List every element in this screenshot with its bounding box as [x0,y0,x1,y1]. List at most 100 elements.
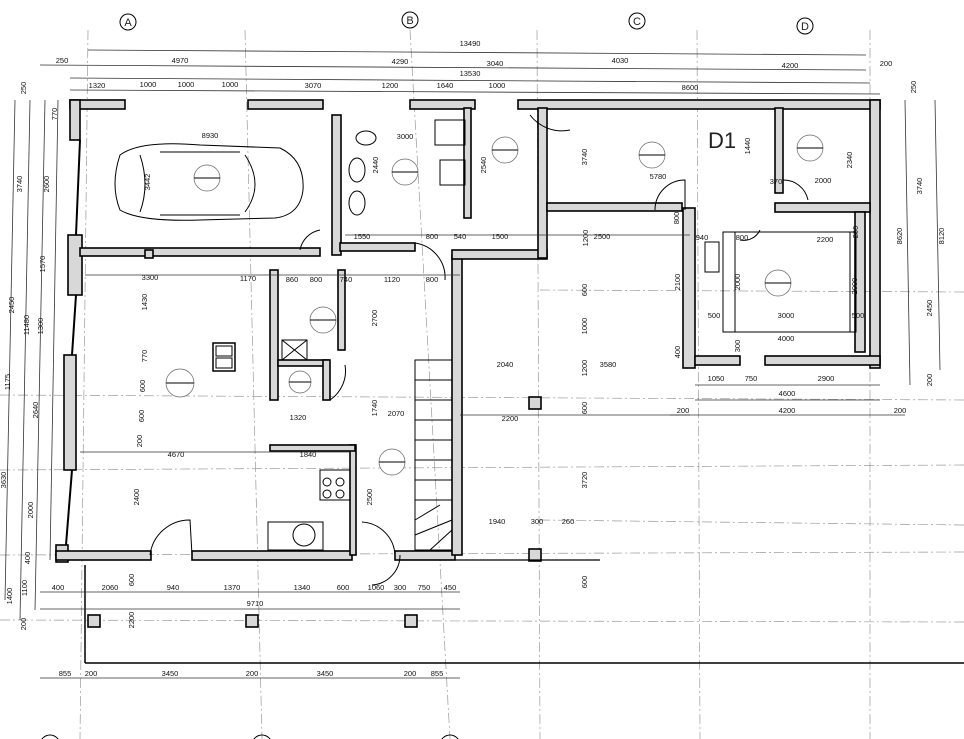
svg-text:9710: 9710 [247,599,264,608]
svg-text:600: 600 [138,380,147,393]
svg-text:3580: 3580 [600,360,617,369]
room-tag-room10 [796,134,824,162]
svg-text:1500: 1500 [492,232,509,241]
svg-text:1000: 1000 [489,81,506,90]
svg-text:600: 600 [337,583,350,592]
svg-text:8600: 8600 [682,83,699,92]
svg-text:3630: 3630 [0,472,8,489]
svg-text:1370: 1370 [224,583,241,592]
svg-text:940: 940 [696,233,709,242]
svg-text:2070: 2070 [388,409,405,418]
svg-text:2000: 2000 [733,274,742,291]
svg-text:200: 200 [851,226,860,239]
svg-text:1570: 1570 [38,256,47,273]
svg-text:2000: 2000 [815,176,832,185]
svg-text:3450: 3450 [317,669,334,678]
svg-text:2200: 2200 [502,414,519,423]
left-dimensions: 250 770 3740 2600 1570 2450 11480 1300 1… [0,82,59,631]
svg-text:3720: 3720 [580,472,589,489]
svg-text:800: 800 [426,275,439,284]
svg-text:13530: 13530 [460,69,481,78]
svg-text:1550: 1550 [354,232,371,241]
svg-text:4290: 4290 [392,57,409,66]
svg-text:2440: 2440 [371,157,380,174]
svg-text:2450: 2450 [7,297,16,314]
axis-marker-bottom-3 [441,734,459,739]
svg-text:1200: 1200 [581,230,590,247]
kitchen-island [212,342,236,372]
stairs [414,359,453,551]
svg-text:800: 800 [736,233,749,242]
svg-text:4000: 4000 [778,334,795,343]
car-icon [114,143,304,221]
svg-text:540: 540 [454,232,467,241]
svg-text:770: 770 [140,350,149,363]
svg-text:3740: 3740 [15,176,24,193]
svg-text:3300: 3300 [142,273,159,282]
svg-text:600: 600 [580,402,589,415]
svg-text:600: 600 [127,574,136,587]
svg-text:2700: 2700 [370,310,379,327]
svg-text:1940: 1940 [489,517,506,526]
svg-text:860: 860 [286,275,299,284]
wing-dimensions: 1440 2340 370 2000 800 940 800 2200 200 … [580,138,864,359]
grid-lines [0,29,964,739]
svg-text:600: 600 [580,576,589,589]
bottom-dimensions: 400 2060 940 1370 1340 600 1060 300 750 … [52,574,457,678]
room-tags [165,134,824,476]
svg-text:450: 450 [444,583,457,592]
axis-marker-a: A [119,13,137,31]
svg-text:2100: 2100 [673,274,682,291]
svg-text:3442: 3442 [143,174,152,191]
svg-text:1400: 1400 [5,588,14,605]
svg-text:4200: 4200 [782,61,799,70]
svg-text:200: 200 [404,669,417,678]
svg-text:250: 250 [19,82,28,95]
svg-text:400: 400 [673,346,682,359]
room-tag-room11 [764,269,792,297]
svg-text:1000: 1000 [222,80,239,89]
top-dimension-lines [39,49,881,95]
room-tag-room9 [638,141,666,169]
svg-text:2640: 2640 [31,402,40,419]
svg-text:A: A [124,17,132,29]
svg-text:C: C [633,16,641,28]
svg-text:11480: 11480 [22,315,31,335]
svg-text:200: 200 [880,59,893,68]
svg-text:250: 250 [909,81,918,94]
svg-text:1840: 1840 [300,450,317,459]
svg-text:2600: 2600 [42,176,51,193]
svg-text:940: 940 [167,583,180,592]
svg-text:4600: 4600 [779,389,796,398]
svg-text:770: 770 [50,108,59,121]
kitchen-counter [267,469,351,551]
svg-text:3740: 3740 [580,149,589,166]
svg-text:1440: 1440 [743,138,752,155]
svg-text:370: 370 [770,177,783,186]
svg-text:300: 300 [733,340,742,353]
axis-marker-b: B [401,11,419,29]
axis-marker-bottom-2 [253,734,271,739]
svg-text:1200: 1200 [382,81,399,90]
svg-text:200: 200 [894,406,907,415]
svg-text:4030: 4030 [612,56,629,65]
svg-text:1170: 1170 [240,274,256,283]
svg-text:1120: 1120 [384,275,400,284]
doors [149,114,809,586]
svg-text:250: 250 [56,56,69,65]
svg-text:8620: 8620 [895,228,904,245]
room-tag-garage [193,164,221,192]
svg-text:800: 800 [426,232,439,241]
svg-text:3740: 3740 [915,178,924,195]
svg-text:400: 400 [23,552,32,565]
svg-text:1060: 1060 [368,583,385,592]
svg-text:3000: 3000 [397,132,414,141]
svg-text:1640: 1640 [437,81,454,90]
svg-text:2060: 2060 [102,583,119,592]
svg-text:3450: 3450 [162,669,179,678]
svg-text:855: 855 [431,669,444,678]
svg-text:750: 750 [745,374,758,383]
wing-inner-room [704,231,857,333]
svg-text:D: D [801,21,809,33]
